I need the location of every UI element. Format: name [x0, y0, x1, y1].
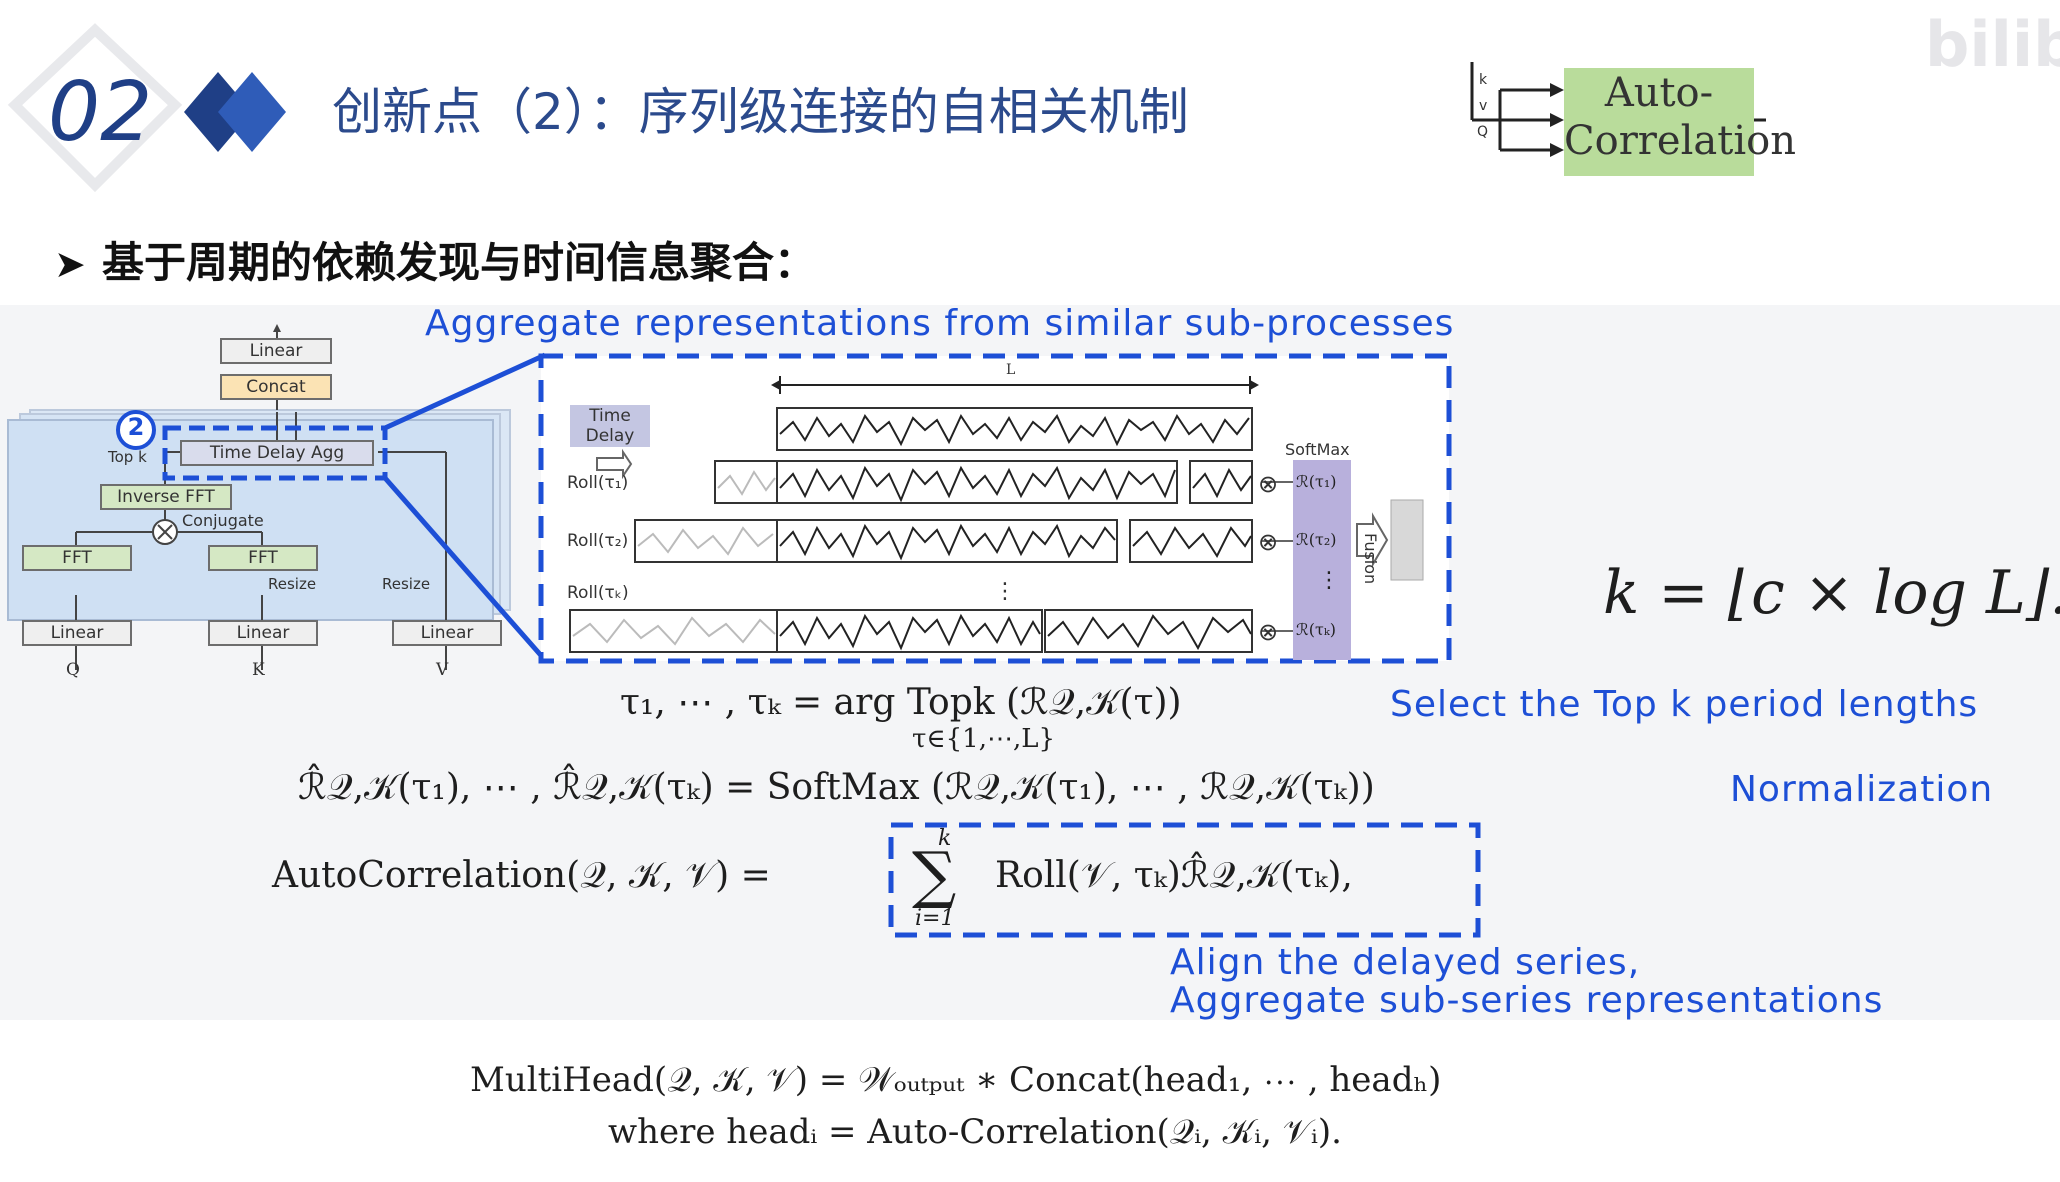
mini-input-q: Q: [1477, 124, 1489, 140]
fusion-arrow: [1356, 512, 1389, 568]
mini-input-k: k: [1479, 72, 1488, 88]
diamond-right: [218, 72, 286, 152]
inverse-fft-box: Inverse FFT: [100, 484, 232, 510]
rolled-series-1: [779, 465, 1176, 503]
section-marker-circle: [116, 410, 156, 450]
softmax-dots: ⋮: [1318, 568, 1340, 593]
time-delay-label-1: Time: [589, 406, 631, 426]
time-delay-tag: [570, 405, 650, 447]
multiply-node-1: ⊗: [1258, 470, 1279, 498]
input-v-label: V: [436, 660, 449, 680]
header-decoration: [7, 23, 286, 193]
mini-input-v: v: [1479, 98, 1488, 114]
vertical-dots: ⋮: [994, 579, 1016, 604]
multiply-node-k: ⊗: [1258, 618, 1279, 646]
topk-formula: τ₁, ⋯ , τₖ = arg Topk (ℛ𝒬,𝒦(τ)): [620, 682, 1182, 723]
input-q-label: Q: [66, 660, 80, 680]
linear-q-box: Linear: [22, 620, 132, 646]
softmax-column: [1293, 460, 1351, 660]
topk-note: Select the Top k period lengths: [1390, 684, 1979, 725]
r-tau-2: ℛ(τ₂): [1296, 530, 1337, 549]
time-delay-agg-box: Time Delay Agg: [180, 440, 374, 466]
aggregate-caption: Aggregate representations from similar s…: [425, 303, 1455, 344]
page-title: 创新点（2）：序列级连接的自相关机制: [332, 83, 1189, 141]
input-k-label: K: [252, 660, 265, 680]
time-delay-zoom-diagram: ⋮: [538, 353, 1452, 664]
roll-label-2: Roll(τ₂): [567, 531, 629, 551]
conjugate-label: Conjugate: [182, 511, 264, 530]
align-note-line2: Aggregate sub-series representations: [1170, 980, 1884, 1021]
time-delay-agg-highlight: [162, 425, 388, 481]
concat-box: Concat: [220, 374, 332, 400]
roll-label-k: Roll(τₖ): [567, 583, 629, 603]
multiply-node-2: ⊗: [1258, 528, 1279, 556]
original-series: [779, 413, 1250, 447]
autocorrelation-rhs: Roll(𝒱, τₖ)ℛ̂𝒬,𝒦(τₖ),: [995, 855, 1353, 896]
subheading: 基于周期的依赖发现与时间信息聚合：: [102, 238, 817, 287]
mini-label-line1: Auto-: [1604, 70, 1714, 116]
fft-left-box: FFT: [22, 545, 132, 571]
autocorrelation-lhs: AutoCorrelation(𝒬, 𝒦, 𝒱) =: [272, 855, 771, 896]
linear-v-box: Linear: [392, 620, 502, 646]
fusion-block: [1390, 499, 1424, 581]
rolled-series-2: [779, 523, 1116, 561]
autocorrelation-sum-highlight: [888, 822, 1481, 938]
watermark: bilibili: [1925, 8, 2060, 81]
roll-label-1: Roll(τ₁): [567, 473, 629, 493]
section-marker: 2: [127, 413, 145, 441]
softmax-formula: ℛ̂𝒬,𝒦(τ₁), ⋯ , ℛ̂𝒬,𝒦(τₖ) = SoftMax (ℛ𝒬,𝒦…: [298, 767, 1375, 808]
softmax-label: SoftMax: [1285, 440, 1350, 459]
mini-autocorrelation-diagram: [1470, 62, 1766, 176]
subheading-bullet: ➤: [54, 242, 86, 286]
resize-label-2: Resize: [382, 575, 431, 593]
k-equation: k = ⌊c × log L⌋.: [1603, 558, 2060, 628]
autocorrelation-green-box: [1564, 68, 1754, 176]
linear-output-box: Linear: [220, 338, 332, 364]
mini-label-line2: Correlation: [1564, 118, 1796, 164]
fusion-label: Fusion: [1361, 533, 1380, 585]
length-label: L: [1006, 362, 1016, 378]
normalization-note: Normalization: [1730, 769, 1994, 810]
r-tau-1: ℛ(τ₁): [1296, 472, 1337, 491]
sum-lower-limit: i=1: [915, 906, 955, 931]
linear-k-box: Linear: [208, 620, 318, 646]
fft-right-box: FFT: [208, 545, 318, 571]
rolled-series-k: [779, 613, 1041, 651]
sum-upper-limit: k: [938, 826, 952, 851]
r-tau-k: ℛ(τₖ): [1296, 620, 1336, 639]
resize-label-1: Resize: [268, 575, 317, 593]
section-number: 02: [48, 65, 153, 160]
align-note-line1: Align the delayed series,: [1170, 942, 1641, 983]
topk-subscript: τ∈{1,⋯,L}: [912, 724, 1056, 754]
top-k-label: Top k: [108, 448, 147, 466]
multihead-formula: MultiHead(𝒬, 𝒦, 𝒱) = 𝒲ₒᵤₜₚᵤₜ ∗ Concat(he…: [470, 1060, 1442, 1100]
time-delay-label-2: Delay: [585, 426, 635, 446]
sum-symbol: ∑: [912, 838, 957, 911]
where-head-formula: where headᵢ = Auto-Correlation(𝒬ᵢ, 𝒦ᵢ, 𝒱…: [608, 1112, 1342, 1152]
